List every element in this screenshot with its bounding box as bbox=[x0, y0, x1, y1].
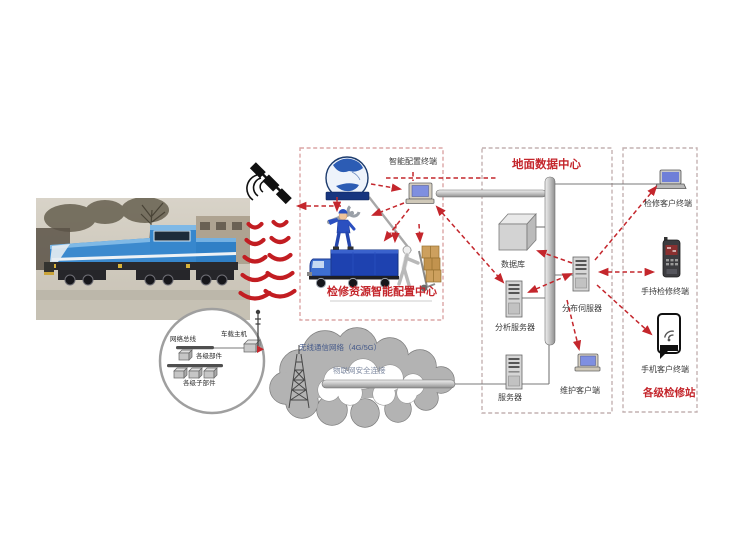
wireless-network-label: 无线通信网络（4G/5G） bbox=[299, 343, 382, 352]
pole-line bbox=[368, 196, 412, 252]
satellite-icon bbox=[246, 162, 292, 205]
maintenance-client-label: 维护客户端 bbox=[560, 386, 600, 395]
components-label: 各级部件 bbox=[196, 353, 222, 360]
smart-terminal-label: 智能配置终端 bbox=[389, 157, 437, 166]
porter-icon bbox=[397, 245, 442, 292]
database-icon bbox=[498, 212, 537, 252]
phone-icon bbox=[657, 313, 681, 359]
analysis-server-label: 分析服务器 bbox=[495, 323, 535, 332]
ground-center-title: 地面数据中心 bbox=[512, 159, 581, 171]
antenna-arrow bbox=[257, 345, 264, 353]
network-bus-label: 网络总线 bbox=[170, 336, 196, 343]
laptop-icon bbox=[654, 169, 687, 189]
locomotive-body bbox=[44, 225, 238, 286]
red-arrows bbox=[295, 172, 658, 352]
smart-center-title: 检修资源智能配置中心 bbox=[327, 286, 437, 298]
distributed-server-icon bbox=[572, 256, 590, 292]
subcomponents-label: 各级子部件 bbox=[183, 380, 216, 387]
signal-arcs-icon bbox=[238, 219, 297, 301]
maintenance-client-icon bbox=[574, 353, 601, 372]
mechanic-icon bbox=[327, 205, 361, 250]
server-icon bbox=[505, 354, 523, 390]
handheld-icon bbox=[662, 237, 681, 278]
globe-icon bbox=[325, 156, 370, 201]
terminal-icon bbox=[405, 182, 435, 204]
antenna-icon bbox=[255, 309, 261, 346]
distributed-server-label: 分布伺服器 bbox=[562, 304, 602, 313]
mobile-client-label: 手机客户终端 bbox=[641, 365, 689, 374]
radio-tower-icon bbox=[288, 345, 310, 409]
iot-secure-label: 物联网安全连接 bbox=[333, 366, 386, 375]
truck-icon bbox=[307, 249, 399, 289]
onboard-host-label: 车载主机 bbox=[221, 331, 247, 338]
server-label: 服务器 bbox=[498, 393, 522, 402]
repair-client-label: 检修客户终端 bbox=[644, 199, 692, 208]
analysis-server-icon bbox=[505, 280, 523, 318]
locomotive-photo bbox=[36, 198, 250, 320]
database-label: 数据库 bbox=[501, 260, 525, 269]
component-box-icons bbox=[173, 349, 218, 379]
smart-center-box bbox=[299, 147, 444, 321]
handheld-label: 手持检修终端 bbox=[641, 287, 689, 296]
repair-stations-box bbox=[622, 147, 698, 413]
repair-stations-title: 各级检修站 bbox=[643, 387, 696, 399]
onboard-network-circle bbox=[158, 307, 266, 415]
